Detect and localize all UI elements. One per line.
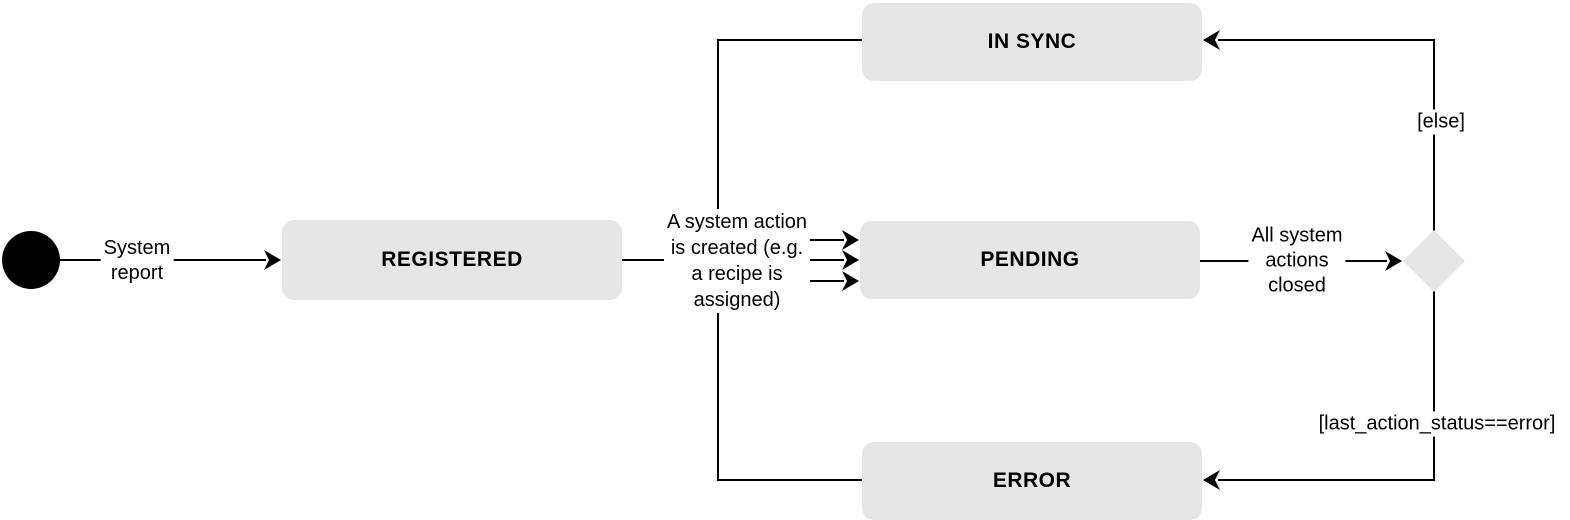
edge-label-else-guard: [else] (1414, 109, 1468, 135)
edge-choice-to-error (1218, 291, 1435, 481)
state-error-label: ERROR (992, 469, 1072, 492)
state-pending: PENDING (860, 221, 1200, 299)
arrowhead-into-insync (1203, 30, 1220, 50)
choice-diamond-node (1403, 230, 1465, 292)
edge-choice-to-insync (1218, 39, 1435, 231)
edge-label-actions-closed: All system actions closed (1248, 223, 1346, 299)
arrowhead-into-pending-bottom (842, 271, 859, 291)
state-in-sync: IN SYNC (862, 3, 1202, 81)
arrowhead-into-registered (264, 250, 281, 270)
state-registered: REGISTERED (282, 220, 622, 300)
edge-label-system-report: System report (100, 236, 174, 286)
arrowhead-into-choice (1385, 251, 1402, 271)
edge-label-error-guard: [last_action_status==error] (1315, 411, 1559, 437)
state-pending-label: PENDING (980, 248, 1080, 271)
initial-state-node (2, 231, 60, 289)
state-in-sync-label: IN SYNC (987, 30, 1077, 53)
arrowhead-into-error (1203, 470, 1220, 490)
arrowhead-into-pending-middle (842, 250, 859, 270)
state-registered-label: REGISTERED (381, 248, 523, 271)
edge-label-action-created: A system action is created (e.g. a recip… (663, 209, 811, 313)
arrowhead-into-pending-top (842, 230, 859, 250)
state-error: ERROR (862, 442, 1202, 520)
